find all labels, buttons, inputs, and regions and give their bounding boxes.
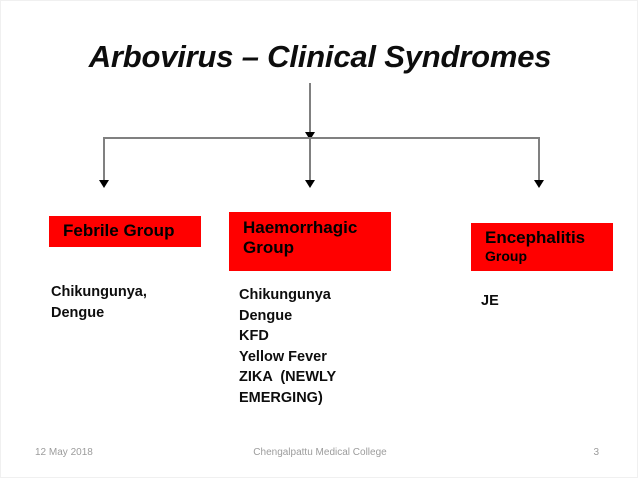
disease-list-febrile: Chikungunya, Dengue <box>51 284 147 321</box>
connector-branch-left <box>103 137 105 181</box>
group-box-encephalitis-label-line2: Group <box>485 248 527 265</box>
connector-branch-center <box>309 137 311 181</box>
disease-list-haemorrhagic: Chikungunya Dengue KFD Yellow Fever ZIKA… <box>239 287 337 406</box>
footer-page-number: 3 <box>593 447 599 458</box>
group-box-encephalitis: Encephalitis Group <box>471 223 613 271</box>
group-box-encephalitis-label-line1: Encephalitis <box>485 228 586 247</box>
group-box-febrile-label: Febrile Group <box>63 221 175 241</box>
group-box-haemorrhagic-label-line1: Haemorrhagic <box>243 218 358 237</box>
group-box-febrile: Febrile Group <box>49 216 201 247</box>
slide-title: Arbovirus – Clinical Syndromes <box>88 39 552 74</box>
connector-stem-arrowhead-icon <box>305 132 315 140</box>
slide-footer: 12 May 2018 Chengalpattu Medical College… <box>1 447 637 465</box>
disease-list-encephalitis: JE <box>481 293 499 309</box>
group-box-haemorrhagic: Haemorrhagic Group <box>229 212 391 271</box>
connector-horizontal-bar <box>104 137 540 139</box>
connector-branch-left-arrowhead-icon <box>99 180 109 188</box>
footer-institution: Chengalpattu Medical College <box>253 447 387 458</box>
footer-date: 12 May 2018 <box>35 447 93 458</box>
connector-branch-right <box>538 137 540 181</box>
connector-branch-center-arrowhead-icon <box>305 180 315 188</box>
group-box-haemorrhagic-label-line2: Group <box>243 238 294 258</box>
connector-stem-vertical <box>309 83 311 138</box>
connector-branch-right-arrowhead-icon <box>534 180 544 188</box>
